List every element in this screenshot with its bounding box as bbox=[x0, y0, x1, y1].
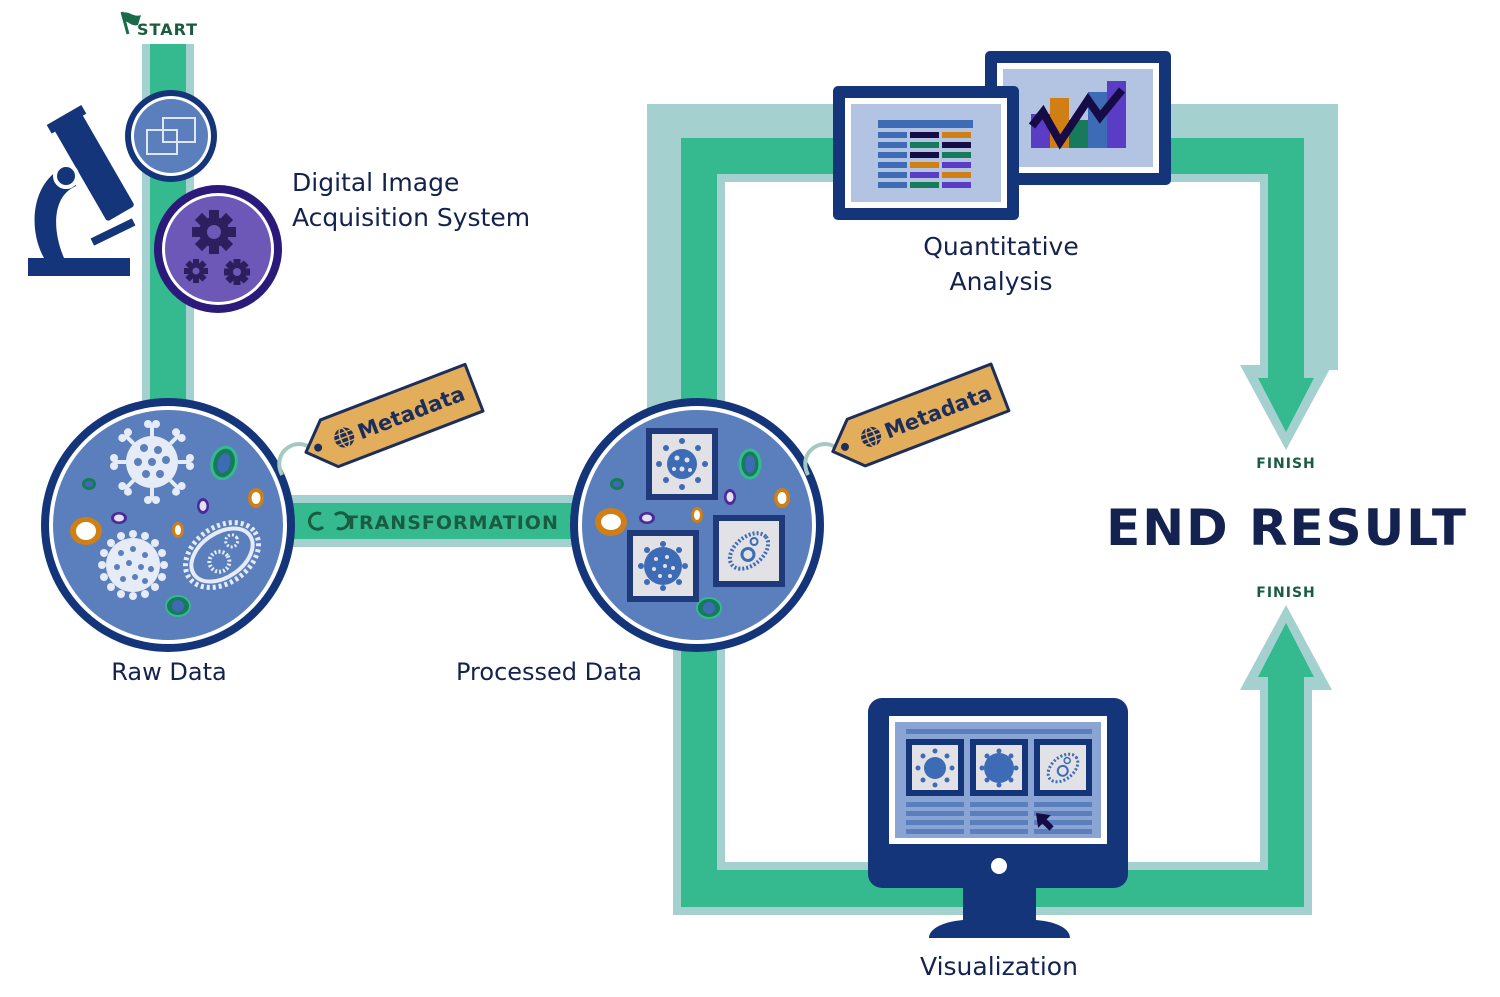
quantitative-title-line2: Analysis bbox=[949, 267, 1052, 296]
image-frames-icon bbox=[125, 90, 217, 182]
table-cell bbox=[910, 132, 939, 138]
text-line bbox=[1034, 802, 1092, 807]
chart-screen-icon bbox=[985, 51, 1171, 185]
text-line bbox=[1034, 820, 1092, 825]
raw-data-circle bbox=[41, 398, 295, 652]
finish-bottom-label: FINISH bbox=[1256, 585, 1316, 601]
acquisition-title-line2: Acquisition System bbox=[292, 203, 530, 232]
framed-coronavirus-icon bbox=[627, 530, 699, 602]
table-cell bbox=[942, 152, 971, 158]
table-cell bbox=[942, 182, 971, 188]
arrow-up-icon bbox=[1240, 605, 1332, 690]
table-cell bbox=[910, 172, 939, 178]
framed-bacterium-icon bbox=[713, 515, 785, 587]
processed-data-metadata-tag[interactable]: Metadata bbox=[803, 362, 1011, 476]
table-cell bbox=[878, 182, 907, 188]
flag-icon bbox=[120, 11, 141, 35]
cells bbox=[70, 445, 264, 617]
table-cell bbox=[910, 152, 939, 158]
table-cell bbox=[878, 172, 907, 178]
microscope-icon bbox=[28, 104, 136, 276]
table-cell bbox=[942, 162, 971, 168]
globe-icon bbox=[860, 426, 882, 448]
raw-data-label: Raw Data bbox=[111, 658, 226, 686]
raw-data-metadata-tag[interactable]: Metadata bbox=[277, 362, 485, 476]
framed-coronavirus-icon bbox=[970, 739, 1028, 796]
cells bbox=[595, 448, 790, 619]
monitor-icon bbox=[868, 698, 1128, 938]
text-line bbox=[1034, 829, 1092, 834]
text-line bbox=[906, 820, 964, 825]
text-line bbox=[1034, 811, 1092, 816]
end-result-title: END RESULT bbox=[1106, 499, 1468, 557]
framed-virus-icon bbox=[646, 428, 718, 500]
text-line bbox=[906, 811, 964, 816]
coronavirus-icon bbox=[98, 530, 168, 600]
transformation-path bbox=[280, 495, 590, 547]
virus-icon bbox=[110, 420, 194, 504]
table-screen-icon bbox=[833, 86, 1019, 220]
table-cell bbox=[910, 182, 939, 188]
quantitative-title-line1: Quantitative bbox=[923, 232, 1078, 261]
table-cell bbox=[878, 142, 907, 148]
text-line bbox=[970, 829, 1028, 834]
transformation-label: TRANSFORMATION bbox=[345, 512, 559, 534]
globe-icon bbox=[333, 427, 355, 448]
gears-icon bbox=[154, 185, 282, 313]
text-line bbox=[970, 811, 1028, 816]
table-cell bbox=[942, 142, 971, 148]
table-cell bbox=[878, 132, 907, 138]
framed-bacterium-icon bbox=[1034, 739, 1092, 796]
processed-data-label: Processed Data bbox=[456, 658, 642, 686]
text-line bbox=[970, 820, 1028, 825]
table-cell bbox=[878, 152, 907, 158]
cycle-arrows-icon bbox=[308, 511, 350, 531]
visualization-label: Visualization bbox=[920, 952, 1078, 981]
table-cell bbox=[942, 172, 971, 178]
text-line bbox=[906, 802, 964, 807]
processed-data-circle bbox=[570, 398, 824, 652]
table-cell bbox=[942, 132, 971, 138]
text-line bbox=[970, 802, 1028, 807]
start-label: START bbox=[137, 20, 198, 39]
finish-top-label: FINISH bbox=[1256, 456, 1316, 472]
table-cell bbox=[910, 142, 939, 148]
arrow-down-icon bbox=[1240, 365, 1332, 450]
table-cell bbox=[878, 162, 907, 168]
table-cell bbox=[910, 162, 939, 168]
framed-virus-icon bbox=[906, 739, 964, 796]
text-line bbox=[906, 829, 964, 834]
acquisition-title-line1: Digital Image bbox=[292, 168, 459, 197]
cursor-icon bbox=[1036, 813, 1054, 831]
